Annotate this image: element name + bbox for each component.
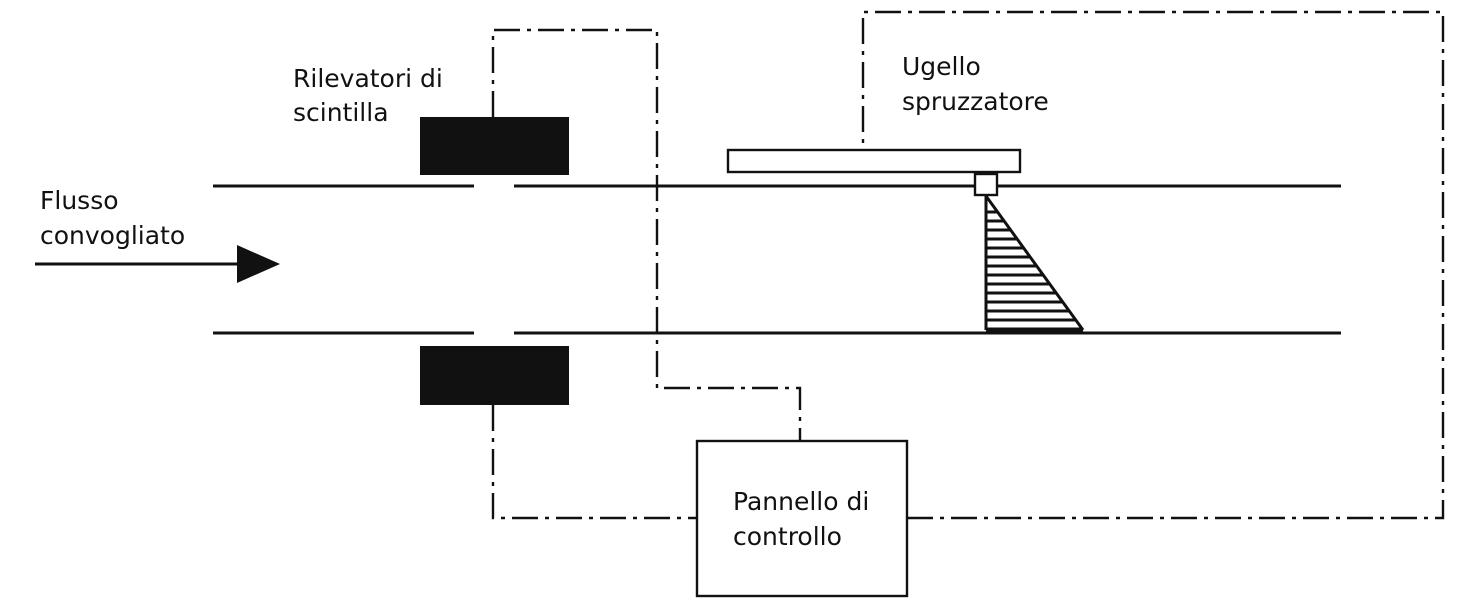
bottom-detector-signal-line [491,405,697,520]
control-lines [491,10,1445,520]
spray-nozzle [973,172,999,197]
flow-arrow [35,245,280,283]
duct [213,184,1341,335]
flow-label-line1: Flusso [40,186,119,215]
top-detector-signal-line [491,28,802,441]
detectors-label-line2: scintilla [293,98,389,127]
nozzle-actuation-line [861,10,1445,520]
panel-label-line1: Pannello di [733,487,869,516]
spray-bar [726,148,1022,174]
nozzle-label-line2: spruzzatore [902,87,1049,116]
spray-cone-stripes [986,210,1083,331]
spray-cone [984,195,1085,332]
panel-label-line2: controllo [733,522,842,551]
nozzle-label-line1: Ugello [902,52,981,81]
flow-label-line2: convogliato [40,221,185,250]
spark-detector-top [420,117,569,175]
spark-detector-bottom [420,346,569,405]
control-panel-box [695,439,909,598]
detectors-label-line1: Rilevatori di [293,64,443,93]
